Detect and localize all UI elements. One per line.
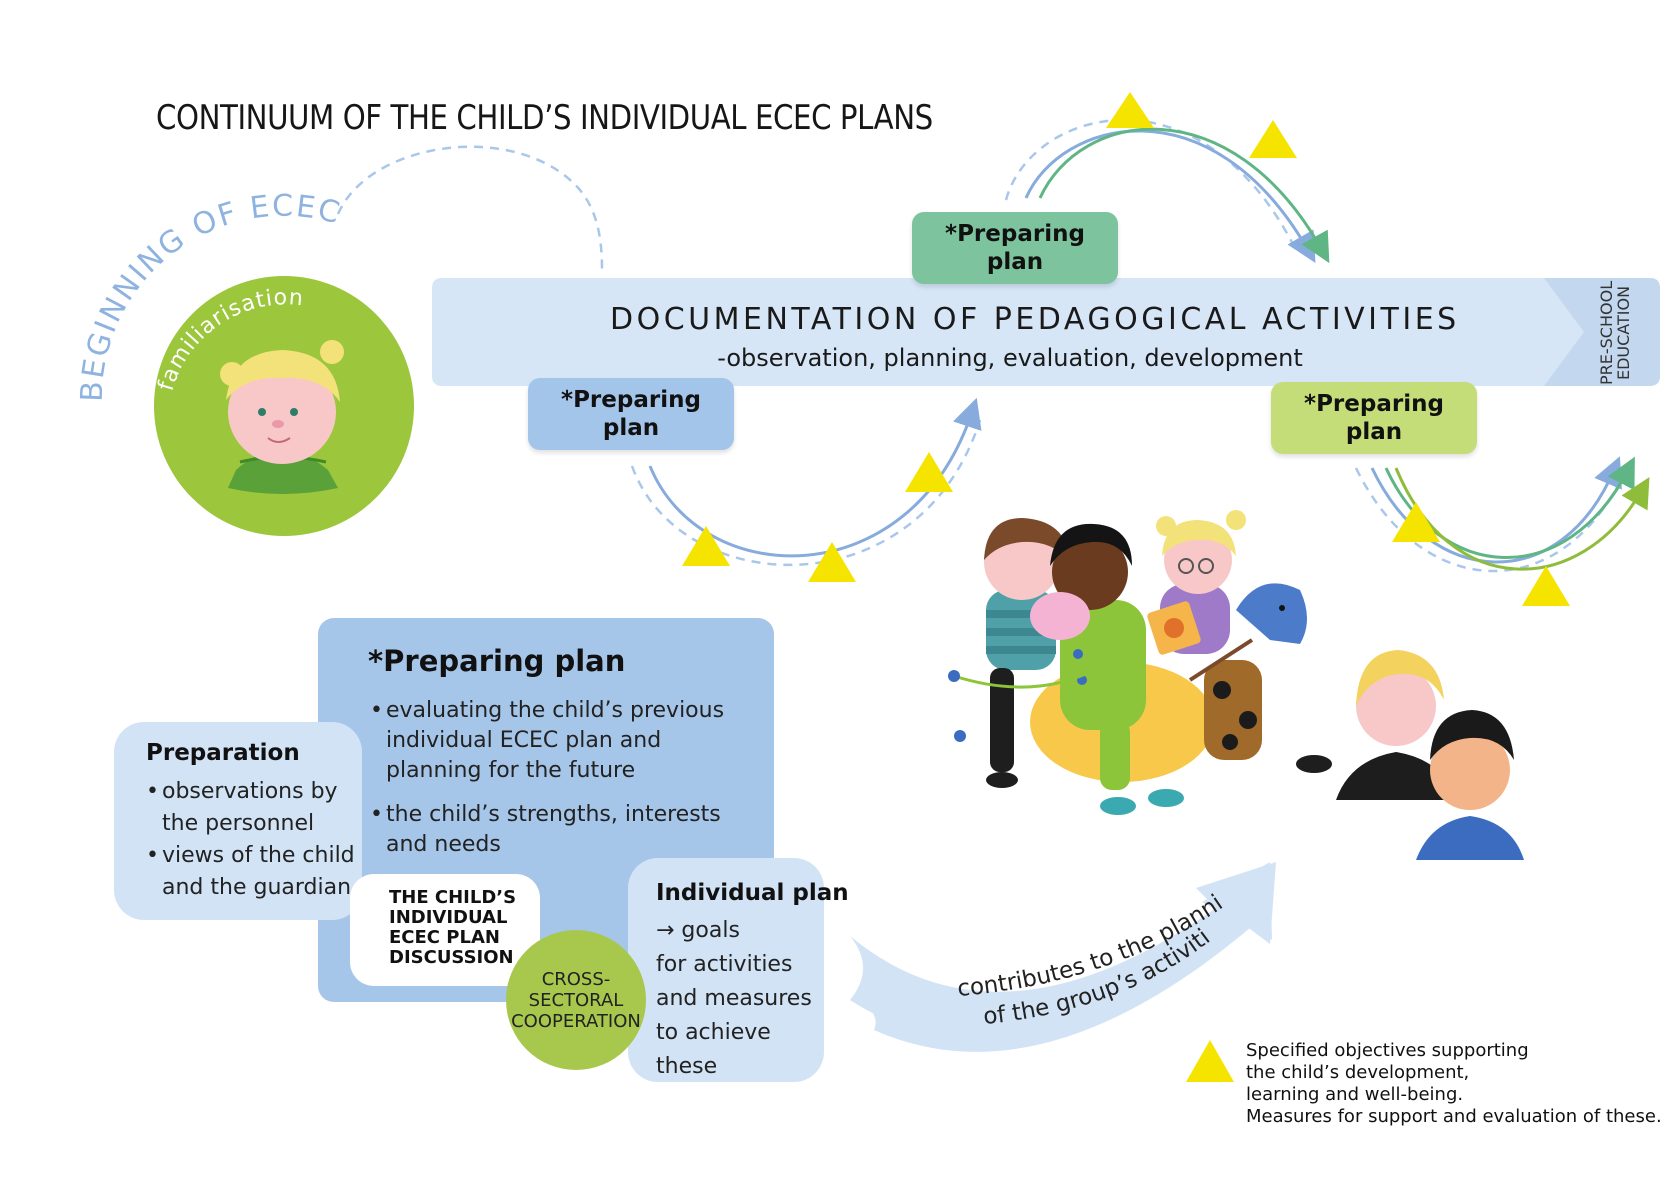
- chip-line-1: *Preparing: [945, 221, 1085, 247]
- chip-line-2: plan: [986, 249, 1044, 275]
- chip-line-2: plan: [1345, 419, 1403, 445]
- chip-line-1: *Preparing: [561, 387, 701, 413]
- right-dashed-arc: [1354, 467, 1628, 573]
- cross-sectoral-circle: CROSS- SECTORAL COOPERATION: [506, 930, 646, 1070]
- child-face-illustration: [220, 340, 344, 494]
- preparing-plan-heading: *Preparing plan: [368, 644, 626, 678]
- documentation-subtitle: -observation, planning, evaluation, deve…: [717, 344, 1303, 372]
- discussion-box: [350, 874, 540, 986]
- discussion-line: INDIVIDUAL: [389, 907, 508, 928]
- documentation-band: [432, 278, 1600, 386]
- discussion-line: DISCUSSION: [389, 947, 514, 968]
- cross-line: SECTORAL: [528, 989, 624, 1011]
- dashed-arc-start: [336, 145, 604, 271]
- individual-plan-panel: [628, 858, 824, 1082]
- legend-line: Measures for support and evaluation of t…: [1246, 1106, 1662, 1127]
- individual-plan-line: and measures: [656, 986, 812, 1011]
- objective-triangles: [682, 92, 1570, 1082]
- discussion-line: ECEC PLAN: [389, 927, 500, 948]
- preparing-plan-bullet: the child’s strengths, interests and nee…: [370, 800, 730, 860]
- individual-plan-line: for activities: [656, 952, 793, 977]
- top-green-arc: [1038, 127, 1330, 264]
- chip-line-1: *Preparing: [1304, 391, 1444, 417]
- page-title: CONTINUUM OF THE CHILD’S INDIVIDUAL ECEC…: [156, 98, 933, 138]
- individual-plan-line: to achieve these: [656, 1020, 771, 1079]
- preparation-bullets: observations by the personnel views of t…: [146, 776, 366, 904]
- top-blue-arc: [1024, 129, 1316, 263]
- legend-triangle: [1186, 1040, 1234, 1082]
- chip-line-2: plan: [602, 415, 660, 441]
- legend-line: Specified objectives supporting: [1246, 1040, 1529, 1061]
- individual-plan-line: → goals: [656, 918, 740, 943]
- legend-line: learning and well-being.: [1246, 1084, 1464, 1105]
- children-illustration: [948, 510, 1524, 860]
- documentation-title: DOCUMENTATION OF PEDAGOGICAL ACTIVITIES: [610, 302, 1460, 337]
- preschool-education-label: PRE-SCHOOL EDUCATION: [1597, 278, 1634, 388]
- preparation-bullet: observations by the personnel: [146, 776, 366, 840]
- cross-line: COOPERATION: [511, 1010, 641, 1032]
- discussion-text: THE CHILD’S INDIVIDUAL ECEC PLAN DISCUSS…: [389, 888, 539, 968]
- right-green-arc: [1384, 456, 1635, 559]
- individual-plan-heading: Individual plan: [656, 880, 849, 906]
- legend-line: the child’s development,: [1246, 1062, 1470, 1083]
- discussion-line: THE CHILD’S: [389, 887, 517, 908]
- mid-dashed-arc: [630, 419, 982, 567]
- preparation-bullet: views of the child and the guardian: [146, 840, 366, 904]
- preparing-plan-bullet: evaluating the child’s previous individu…: [370, 696, 730, 786]
- preschool-arrow-block: [1544, 278, 1660, 386]
- preschool-line-2: EDUCATION: [1614, 285, 1633, 381]
- preparing-plan-bullets: evaluating the child’s previous individu…: [370, 696, 730, 874]
- individual-plan-lines: → goals for activities and measures to a…: [656, 914, 826, 1084]
- preparation-heading: Preparation: [146, 740, 300, 766]
- contributes-arrow-body: [850, 862, 1276, 1039]
- legend-text: Specified objectives supporting the chil…: [1246, 1040, 1666, 1128]
- right-blue-arc: [1370, 456, 1622, 564]
- cross-line: CROSS-: [541, 968, 611, 990]
